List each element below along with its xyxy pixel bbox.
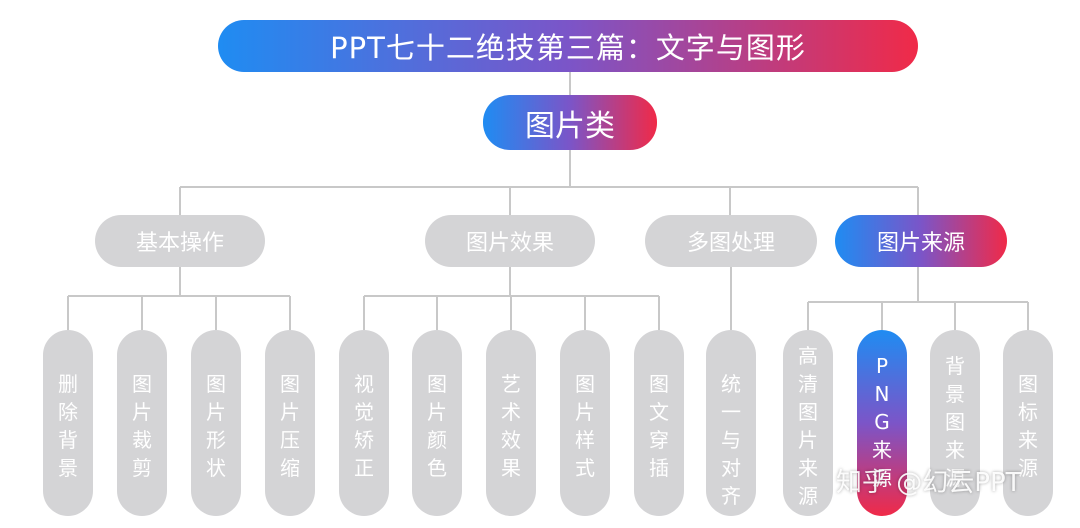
title-text: PPT七十二绝技第三篇：文字与图形 bbox=[330, 31, 806, 65]
leaf-label: 图文穿插 bbox=[649, 372, 669, 480]
leaf-node: 视觉矫正 bbox=[339, 330, 389, 516]
leaf-label: 删除背景 bbox=[58, 372, 78, 480]
group-label: 基本操作 bbox=[135, 231, 224, 256]
leaf-node: 背景图来源 bbox=[930, 330, 980, 516]
group-node-source: 图片来源 bbox=[835, 215, 1007, 267]
group-node-effects: 图片效果 bbox=[425, 215, 595, 267]
leaf-node: 统一与对齐 bbox=[706, 330, 756, 516]
group-label: 图片效果 bbox=[465, 231, 554, 256]
leaf-node: 图片形状 bbox=[191, 330, 241, 516]
leaf-label: 艺术效果 bbox=[501, 372, 521, 480]
leaf-node: 图片颜色 bbox=[412, 330, 462, 516]
leaf-label: 图标来源 bbox=[1018, 372, 1038, 480]
leaf-node: 艺术效果 bbox=[486, 330, 536, 516]
leaf-label: 图片压缩 bbox=[280, 372, 300, 480]
leaf-node: 图片裁剪 bbox=[117, 330, 167, 516]
leaf-label: 统一与对齐 bbox=[721, 372, 741, 508]
group-label: 图片来源 bbox=[876, 231, 965, 256]
category-text: 图片类 bbox=[525, 108, 615, 144]
group-node-multi: 多图处理 bbox=[645, 215, 817, 267]
group-node-basic: 基本操作 bbox=[95, 215, 265, 267]
leaf-node: 图片压缩 bbox=[265, 330, 315, 516]
leaf-label: 图片样式 bbox=[575, 372, 595, 480]
leaf-node: 高清图片来源 bbox=[783, 330, 833, 516]
title-node: PPT七十二绝技第三篇：文字与图形 bbox=[218, 20, 918, 72]
leaf-label: 图片形状 bbox=[206, 372, 226, 480]
group-label: 多图处理 bbox=[686, 231, 775, 256]
leaf-node: 图文穿插 bbox=[634, 330, 684, 516]
leaf-node: 图标来源 bbox=[1003, 330, 1053, 516]
leaf-label: 图片裁剪 bbox=[132, 372, 152, 480]
watermark: 知乎 @幻云PPT bbox=[836, 468, 1022, 498]
leaf-node: 图片样式 bbox=[560, 330, 610, 516]
category-node: 图片类 bbox=[483, 95, 657, 150]
leaf-label: 视觉矫正 bbox=[354, 372, 374, 480]
leaf-label: 高清图片来源 bbox=[798, 344, 818, 508]
leaf-node: 删除背景 bbox=[43, 330, 93, 516]
leaf-label: 背景图来源 bbox=[945, 354, 965, 490]
leaf-label: 图片颜色 bbox=[427, 372, 447, 480]
leaf-label: PNG来源 bbox=[872, 354, 892, 490]
leaf-node-highlighted: PNG来源 bbox=[857, 330, 907, 516]
